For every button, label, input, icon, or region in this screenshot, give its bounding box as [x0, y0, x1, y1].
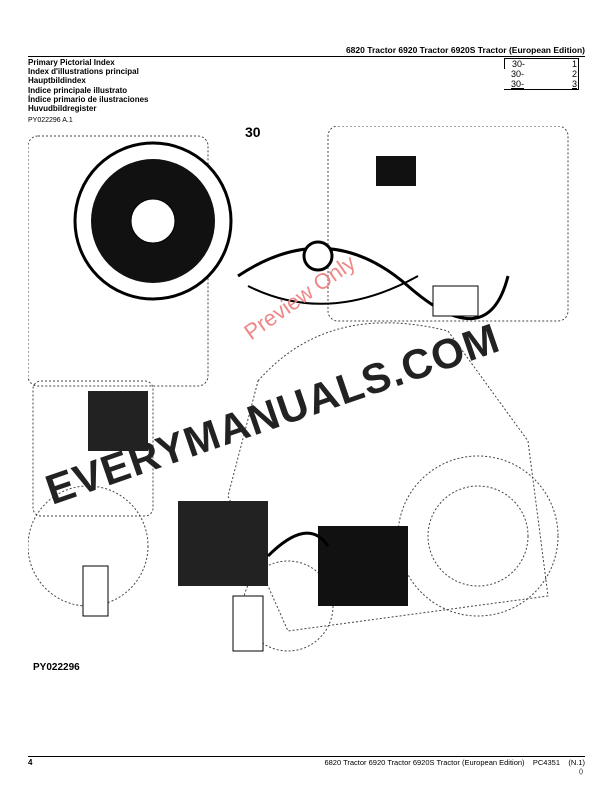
ref-section: 30- — [511, 69, 525, 79]
index-titles: Primary Pictorial Index Index d'illustra… — [28, 58, 148, 113]
index-title: Index d'illustrations principal — [28, 67, 139, 77]
figure-id: PY022296 A.1 — [28, 117, 73, 124]
reference-box: 30- 1 30- 2 30- 3 — [504, 58, 579, 90]
ref-page: 2 — [571, 69, 577, 79]
figure-code: PY022296 — [33, 662, 80, 673]
index-title: Huvudbildregister — [28, 104, 97, 114]
reference-row[interactable]: 30- 1 — [504, 58, 578, 69]
ref-section: 30- — [512, 59, 526, 69]
ref-page: 1 — [571, 59, 577, 69]
ref-section: 30- — [511, 79, 525, 89]
reference-row[interactable]: 30- 2 — [504, 69, 578, 79]
footer-rule — [28, 756, 585, 757]
page-number: 4 — [28, 758, 33, 767]
header-title: 6820 Tractor 6920 Tractor 6920S Tractor … — [345, 45, 585, 55]
tractor-illustration — [28, 126, 569, 652]
footer-text: 6820 Tractor 6920 Tractor 6920S Tractor … — [324, 758, 585, 767]
reference-row[interactable]: 30- 3 — [504, 79, 578, 89]
index-title: Hauptbildindex — [28, 76, 86, 86]
ref-page: 3 — [571, 79, 577, 89]
fan — [73, 141, 233, 301]
index-title: Indice principale illustrato — [28, 85, 128, 95]
footer-sub: () — [579, 769, 583, 775]
header-rule — [28, 56, 585, 57]
figure-label: 30 — [245, 124, 261, 140]
index-title: Índice primario de ilustraciones — [28, 94, 149, 104]
index-title: Primary Pictorial Index — [28, 58, 115, 67]
